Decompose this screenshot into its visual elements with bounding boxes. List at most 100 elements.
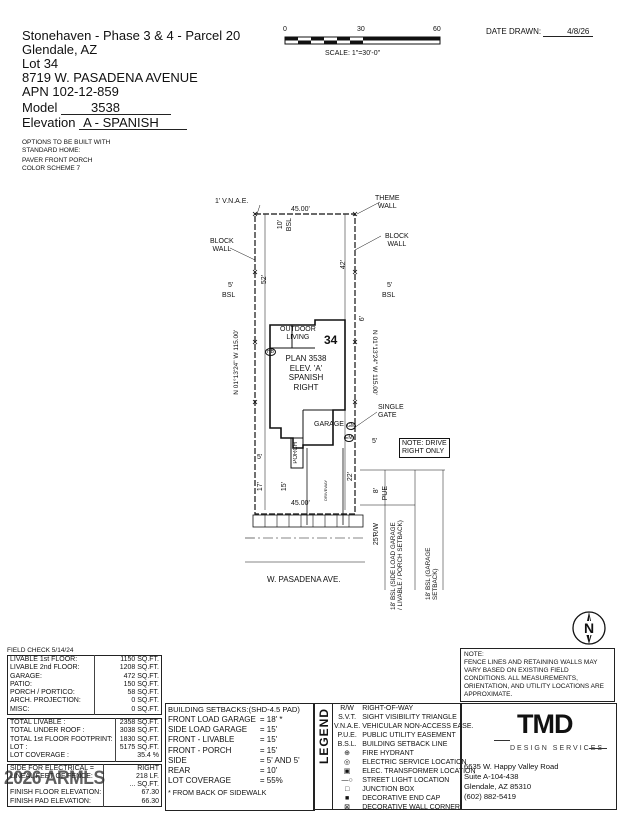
legend-value: BUILDING SETBACK LINE bbox=[362, 741, 448, 748]
outdoor-living-line1: OUTDOOR bbox=[280, 326, 316, 333]
dim-15: 15' bbox=[281, 482, 288, 492]
extra-row: ... SQ.FT. bbox=[8, 781, 162, 790]
setbacks-footnote: * FROM BACK OF SIDEWALK bbox=[168, 788, 267, 798]
legend-value: RIGHT-OF-WAY bbox=[362, 705, 414, 712]
options-list: PAVER FRONT PORCH COLOR SCHEME 7 bbox=[22, 157, 172, 172]
legend-label: □ bbox=[344, 786, 350, 793]
company-panel: TMD DESIGN SERVICES 6635 W. Happy Valley… bbox=[460, 703, 617, 810]
total-value: 3038 SQ.FT. bbox=[114, 727, 162, 736]
extra-row: SIDE FOR ELECTRICAL =RIGHT bbox=[8, 764, 162, 773]
note-label: NOTE: bbox=[464, 651, 484, 658]
dim-5-right: 5' bbox=[387, 282, 393, 289]
scale-tick-0: 0 bbox=[283, 26, 287, 33]
plan-text-line: ELEV. 'A' bbox=[289, 363, 323, 373]
legend-value: FIRE HYDRANT bbox=[362, 750, 414, 757]
legend-value: SIGHT VISIBILITY TRIANGLE bbox=[362, 714, 457, 721]
area-value: 150 SQ.FT. bbox=[94, 680, 162, 690]
legend-row: ■DECORATIVE END CAP bbox=[333, 794, 477, 803]
block-wall-right-line1: BLOCK bbox=[385, 233, 409, 240]
options-title-line1: OPTIONS TO BE BUILT WITH bbox=[22, 139, 111, 146]
legend-value: STREET LIGHT LOCATION bbox=[362, 777, 450, 784]
totals-table: TOTAL LIVABLE : 2358 SQ.FT.TOTAL UNDER RO… bbox=[7, 718, 162, 762]
setbacks-panel: BUILDING SETBACKS:(SHD-4.5 PAD) FRONT LO… bbox=[165, 703, 315, 811]
setback-label: REAR bbox=[168, 766, 191, 776]
lot-line: Lot 34 bbox=[22, 57, 58, 70]
setback-label: FRONT - PORCH bbox=[168, 745, 232, 755]
driveway-label: DRIVEWAY bbox=[323, 480, 328, 501]
setback-row: FRONT - LIVABLE= 15' bbox=[166, 735, 302, 745]
watermark: 2026 ARMLS bbox=[4, 768, 105, 789]
single-gate-line2: GATE bbox=[378, 412, 397, 419]
area-row: GARAGE:472 SQ.FT. bbox=[8, 672, 162, 681]
plan-text-line: SPANISH bbox=[288, 373, 324, 382]
dim-52: 52' bbox=[261, 275, 268, 285]
extra-value: 67.30 bbox=[103, 789, 162, 798]
note-panel: NOTE: FENCE LINES AND RETAINING WALLS MA… bbox=[460, 648, 615, 702]
lot-number: 34 bbox=[324, 333, 338, 347]
model-value: 3538 bbox=[61, 101, 172, 115]
setback-row: FRONT - PORCH= 15' bbox=[166, 746, 302, 756]
area-value: 1208 SQ.FT. bbox=[94, 664, 162, 673]
legend-label: ⊕ bbox=[344, 750, 351, 757]
area-value: 0 SQ.FT. bbox=[94, 697, 162, 706]
total-row: TOTAL UNDER ROOF :3038 SQ.FT. bbox=[8, 727, 162, 736]
total-row: LOT COVERAGE :35.4 % bbox=[8, 752, 162, 762]
bsl-left: BSL bbox=[222, 292, 236, 299]
scale-tick-60: 60 bbox=[433, 26, 441, 33]
left-side-bearing: N 01°13'24" W 115.00' bbox=[233, 330, 240, 395]
extra-value: 218 LF. bbox=[103, 772, 162, 782]
field-check: FIELD CHECK 5/14/24 bbox=[7, 647, 74, 654]
outdoor-living-line2: LIVING bbox=[286, 334, 310, 341]
legend-value: DECORATIVE END CAP bbox=[362, 795, 441, 802]
top-width-dim: 45.00' bbox=[291, 206, 310, 213]
extra-label: FINISH FLOOR ELEVATION: bbox=[10, 789, 102, 797]
legend-value: VEHICULAR NON-ACCESS EASE. bbox=[362, 723, 474, 730]
dim-5-side: 5' bbox=[257, 454, 263, 461]
theme-wall-line2: WALL bbox=[377, 203, 397, 210]
setback-value: = 55% bbox=[259, 776, 283, 786]
bsl-right: BSL bbox=[382, 292, 396, 299]
subdivision-title: Stonehaven - Phase 3 & 4 - Parcel 20 bbox=[22, 28, 241, 43]
total-row: TOTAL LIVABLE : 2358 SQ.FT. bbox=[8, 718, 162, 728]
total-label: TOTAL LIVABLE : bbox=[10, 719, 66, 727]
drive-note-line1: NOTE: DRIVE bbox=[402, 440, 447, 447]
setback-row: REAR= 10' bbox=[166, 766, 302, 776]
lot-label: Lot bbox=[22, 56, 41, 71]
setback-row: SIDE LOAD GARAGE= 15' bbox=[166, 725, 302, 735]
logo-rule-left bbox=[494, 740, 510, 741]
scale-tick-30: 30 bbox=[357, 26, 365, 33]
address: 8719 W. PASADENA AVENUE bbox=[22, 70, 198, 85]
legend-label: P.U.E. bbox=[337, 732, 357, 739]
dim-42: 42' bbox=[340, 260, 347, 270]
gas-meter-symbol: GM bbox=[346, 422, 357, 430]
model-line: Model 3538 bbox=[22, 101, 172, 115]
block-wall-left-line1: BLOCK bbox=[210, 238, 234, 245]
setbacks-table: FRONT LOAD GARAGE= 18' *SIDE LOAD GARAGE… bbox=[166, 715, 302, 786]
legend-row: B.S.L.BUILDING SETBACK LINE bbox=[333, 740, 477, 749]
total-value: 2358 SQ.FT. bbox=[114, 718, 162, 728]
area-row: PATIO:150 SQ.FT. bbox=[8, 680, 162, 690]
site-plan-drawing bbox=[229, 201, 445, 590]
date-label: DATE DRAWN: bbox=[486, 27, 542, 36]
plan-elevation-label: PLAN 3538 ELEV. 'A' SPANISH RIGHT bbox=[283, 354, 329, 392]
garage-label: GARAGE bbox=[314, 421, 344, 428]
legend-title: LEGEND bbox=[317, 707, 331, 764]
area-label: LIVABLE 2nd FLOOR: bbox=[10, 664, 80, 672]
apn-value: 102-12-859 bbox=[52, 84, 119, 99]
setbacks-title: BUILDING SETBACKS:(SHD-4.5 PAD) bbox=[168, 705, 300, 714]
legend-row: ⊕ FIRE HYDRANT bbox=[333, 749, 477, 758]
dim-8: 8' bbox=[373, 488, 380, 494]
single-gate-line1: SINGLE bbox=[378, 404, 404, 411]
total-value: 5175 SQ.FT. bbox=[114, 743, 162, 753]
company-subtitle: DESIGN SERVICES bbox=[510, 745, 605, 752]
company-logo: TMD bbox=[517, 709, 573, 739]
area-row: PORCH / PORTICO:58 SQ.FT. bbox=[8, 689, 162, 698]
dim-6: 6' bbox=[359, 316, 366, 322]
company-address2: Suite A-104-438 bbox=[464, 772, 519, 781]
legend-row: ⊠DECORATIVE WALL CORNER bbox=[333, 803, 477, 812]
north-label: N bbox=[583, 620, 596, 636]
options-title: OPTIONS TO BE BUILT WITH STANDARD HOME: bbox=[22, 139, 172, 154]
legend-row: □JUNCTION BOX bbox=[333, 785, 477, 794]
plan-text-line: PLAN 3538 bbox=[285, 354, 327, 363]
